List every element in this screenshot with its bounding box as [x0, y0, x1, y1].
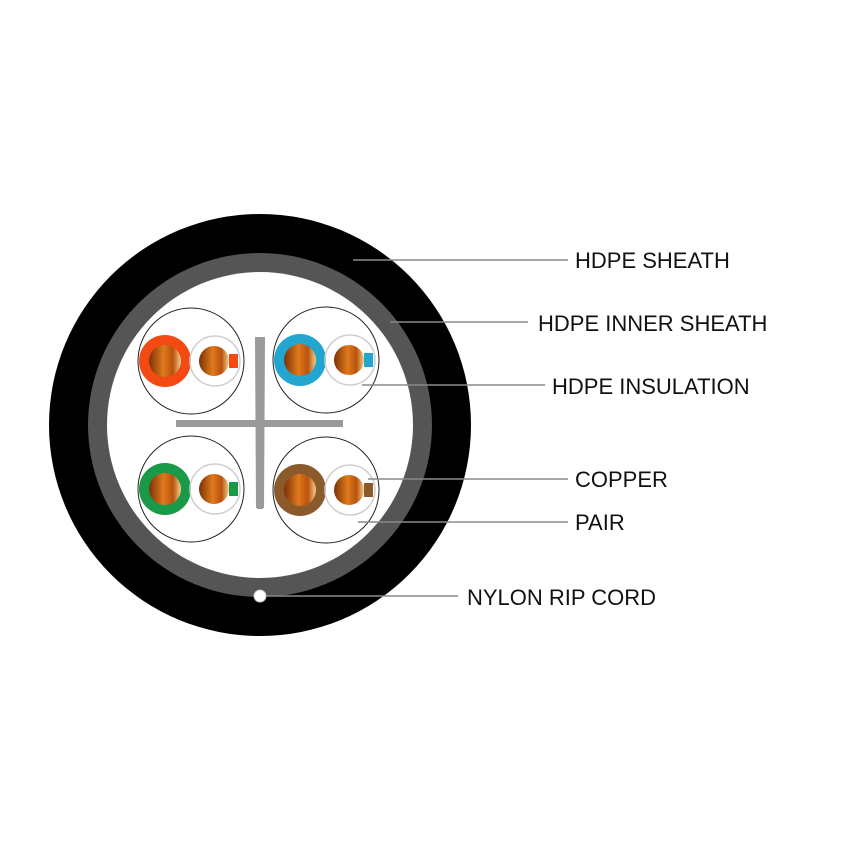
copper-conductor [149, 473, 181, 505]
stripe-brown [364, 483, 373, 497]
label-nylon-rip-cord: NYLON RIP CORD [467, 585, 656, 610]
leader-lines [266, 259, 568, 597]
label-copper: COPPER [575, 467, 668, 492]
copper-conductor [199, 474, 229, 504]
copper-conductor [284, 474, 316, 506]
label-hdpe-inner-sheath: HDPE INNER SHEATH [538, 311, 767, 336]
nylon-rip-cord [253, 589, 267, 603]
copper-conductor [334, 475, 364, 505]
cross-separator [176, 337, 343, 509]
label-pair: PAIR [575, 510, 625, 535]
pair-blue [272, 306, 380, 414]
copper-conductor [284, 344, 316, 376]
insulation-white [189, 335, 241, 387]
pair-orange [137, 307, 245, 415]
stripe-green [229, 482, 238, 496]
copper-conductor [199, 346, 229, 376]
copper-conductor [149, 345, 181, 377]
label-hdpe-sheath: HDPE SHEATH [575, 248, 730, 273]
pair-brown [272, 436, 380, 544]
copper-conductor [334, 345, 364, 375]
pair-green [137, 435, 245, 543]
insulation-white [324, 334, 376, 386]
label-hdpe-insulation: HDPE INSULATION [552, 374, 750, 399]
insulation-white [324, 464, 376, 516]
stripe-orange [229, 354, 238, 368]
stripe-blue [364, 353, 373, 367]
insulation-white [189, 463, 241, 515]
